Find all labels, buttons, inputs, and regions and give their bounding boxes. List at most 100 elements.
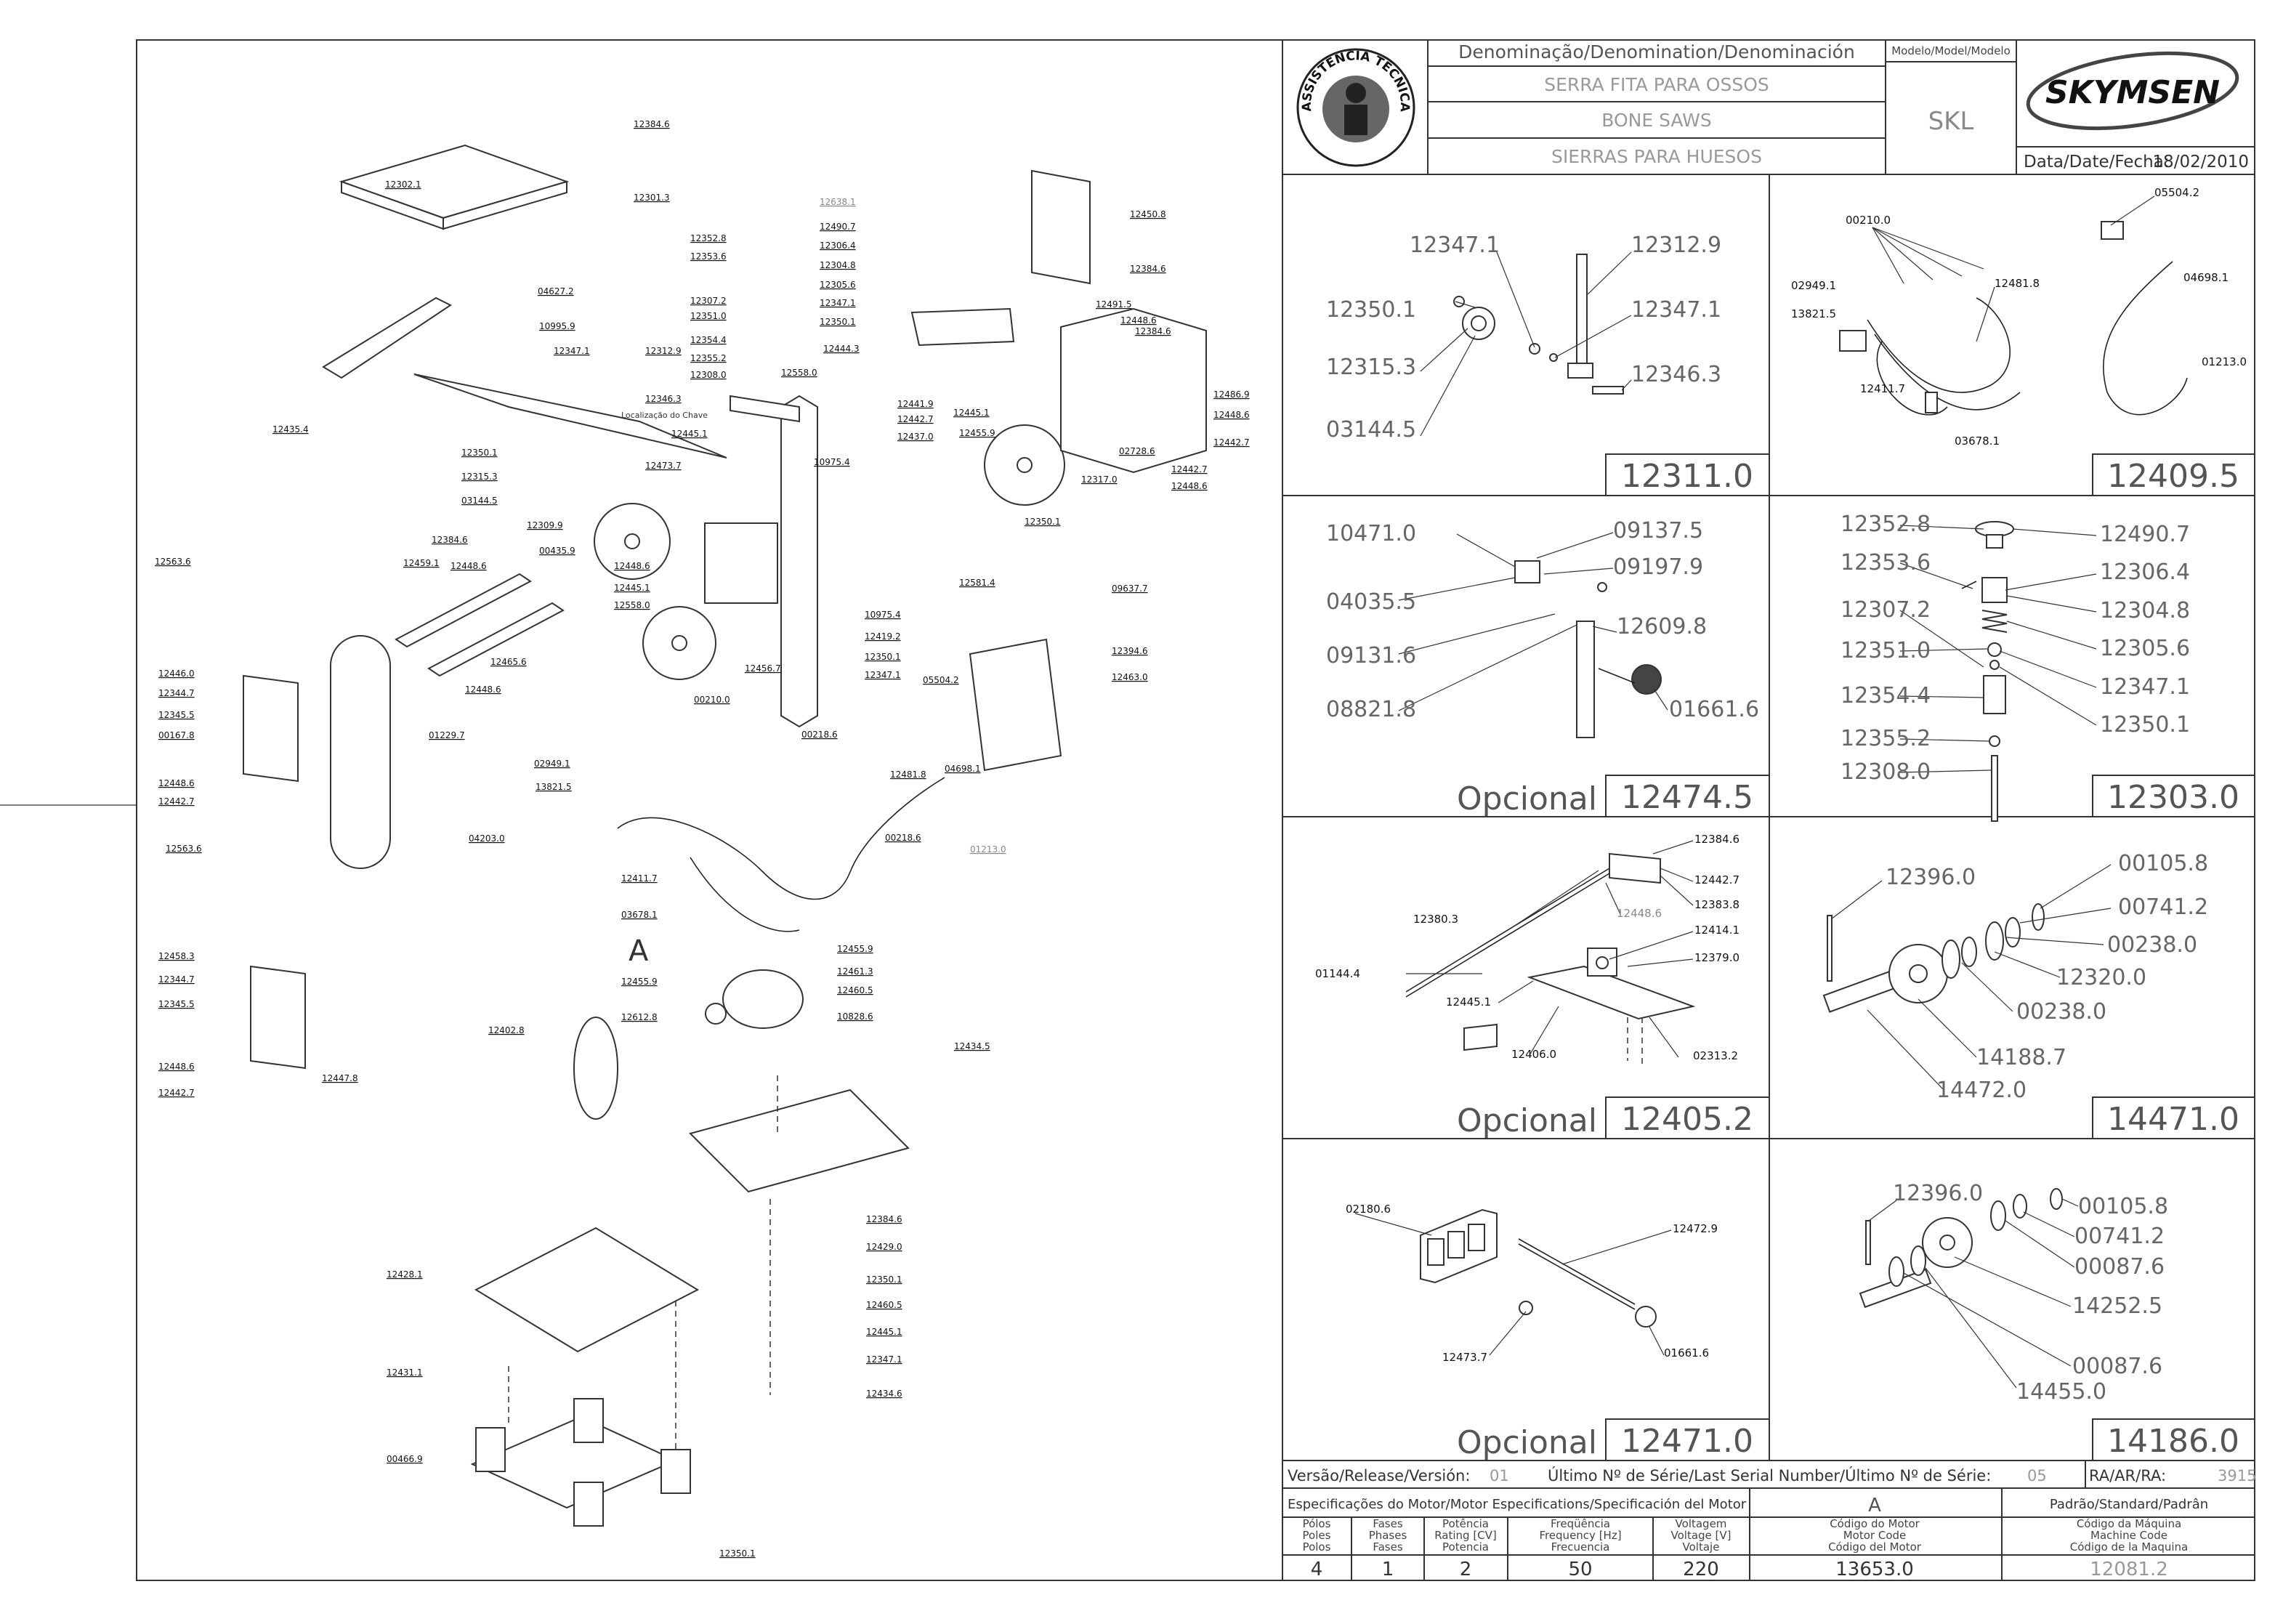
panel-12405-label-7: 12379.0 xyxy=(1694,951,1740,964)
main-part-label: 12309.9 xyxy=(527,520,563,530)
main-part-label: 12437.0 xyxy=(897,432,934,442)
main-part-label: 12435.4 xyxy=(272,424,309,435)
date-label: Data/Date/Fecha: xyxy=(2024,153,2170,171)
main-part-label: 00466.9 xyxy=(387,1454,423,1464)
panel-12311-label-6: 12346.3 xyxy=(1631,362,1721,387)
main-part-label: 12301.3 xyxy=(634,193,670,203)
main-part-label: 12384.6 xyxy=(1135,326,1171,336)
main-part-label: 12456.7 xyxy=(745,663,781,674)
panel-12303-label-8: 12351.0 xyxy=(1841,638,1931,663)
machine-code-label-pt: Código da Máquina xyxy=(2077,1517,2181,1530)
panel-14186-label-2: 00105.8 xyxy=(2078,1194,2168,1219)
motor-code-label-en: Motor Code xyxy=(1843,1529,1907,1542)
main-part-label: 10975.4 xyxy=(865,610,901,620)
page-frame xyxy=(136,39,2255,1581)
phases-label-es: Fases xyxy=(1373,1540,1402,1554)
main-part-label: 12344.7 xyxy=(158,688,195,698)
main-part-label: 12312.9 xyxy=(645,346,682,356)
panel-12311-code: 12311.0 xyxy=(1621,458,1753,495)
panel-14471-label-4: 00238.0 xyxy=(2107,932,2197,958)
model-value: SKL xyxy=(1928,107,1974,136)
motor-part xyxy=(722,969,804,1029)
main-part-label: 12486.9 xyxy=(1213,389,1250,400)
panel-12474-label-8: 01661.6 xyxy=(1669,697,1759,722)
panel-12405-label-5: 12448.6 xyxy=(1617,907,1662,920)
column-part xyxy=(780,395,818,728)
main-part-label: 12347.1 xyxy=(866,1354,902,1365)
main-part-label: 12402.8 xyxy=(488,1025,525,1035)
panel-12474-label-2: 09137.5 xyxy=(1613,518,1703,544)
main-part-label: 12442.7 xyxy=(897,414,934,424)
main-part-label: 12350.1 xyxy=(719,1548,756,1559)
voltage-label-es: Voltaje xyxy=(1683,1540,1720,1554)
main-part-label: 12481.8 xyxy=(890,769,926,780)
frequency-label-es: Frecuencia xyxy=(1551,1540,1610,1554)
main-part-label: 12429.0 xyxy=(866,1242,902,1252)
panel-12303-label-7: 12305.6 xyxy=(2100,636,2190,661)
power-label-pt: Potência xyxy=(1442,1517,1489,1530)
panel-14471-label-3: 00741.2 xyxy=(2118,894,2208,920)
main-part-label: 12305.6 xyxy=(820,280,856,290)
stand-top-part xyxy=(474,1227,700,1353)
panel-12405-label-8: 01144.4 xyxy=(1315,967,1360,980)
panel-12474-label-4: 04035.5 xyxy=(1326,589,1416,615)
skymsen-logo: SKYMSEN xyxy=(2026,51,2239,131)
ra-value: 3915 xyxy=(2218,1467,2256,1484)
main-part-label: 12448.6 xyxy=(450,561,487,571)
main-part-label: 04698.1 xyxy=(945,764,981,774)
panel-12409-label-1: 00210.0 xyxy=(1846,214,1891,227)
panel-14186-code: 14186.0 xyxy=(2107,1423,2239,1460)
main-part-label: 12455.9 xyxy=(837,944,873,954)
main-part-label: 12450.8 xyxy=(1130,209,1166,219)
panel-12405-label-3: 12383.8 xyxy=(1694,898,1740,911)
main-part-label: 12447.8 xyxy=(322,1073,358,1083)
main-part-label: 10995.9 xyxy=(539,321,575,331)
panel-12405-label-11: 02313.2 xyxy=(1693,1049,1738,1062)
panel-12405-label-1: 12384.6 xyxy=(1694,833,1740,846)
panel-12405-label-9: 12445.1 xyxy=(1446,995,1491,1009)
name-portuguese: SERRA FITA PARA OSSOS xyxy=(1544,74,1769,95)
main-part-label: 12445.1 xyxy=(866,1327,902,1337)
main-part-label: 12419.2 xyxy=(865,631,901,642)
main-part-label: 12458.3 xyxy=(158,951,195,961)
panel-12311: 12347.1 12312.9 12350.1 12347.1 12315.3 … xyxy=(1326,233,1753,495)
panel-12471-code: 12471.0 xyxy=(1621,1423,1753,1460)
main-part-label: 01229.7 xyxy=(429,730,465,740)
panel-12409-label-9: 03678.1 xyxy=(1955,435,2000,448)
panel-12303-label-2: 12490.7 xyxy=(2100,522,2190,547)
panel-12405-label-10: 12406.0 xyxy=(1511,1048,1556,1061)
panel-12303-label-13: 12308.0 xyxy=(1841,759,1931,785)
release-label: Versão/Release/Versión: xyxy=(1288,1467,1470,1484)
main-part-label: 12563.6 xyxy=(155,557,191,567)
main-part-label: 12581.4 xyxy=(959,578,995,588)
panel-14186-label-1: 12396.0 xyxy=(1893,1181,1983,1206)
panel-12311-label-3: 12350.1 xyxy=(1326,297,1416,323)
voltage-value: 220 xyxy=(1683,1559,1719,1580)
panel-14471-label-2: 00105.8 xyxy=(2118,851,2208,876)
release-value: 01 xyxy=(1490,1467,1509,1484)
panel-12405-label-6: 12414.1 xyxy=(1694,924,1740,937)
panel-14471-code: 14471.0 xyxy=(2107,1101,2239,1138)
main-part-label: 12459.1 xyxy=(403,558,440,568)
panel-12311-label-2: 12312.9 xyxy=(1631,233,1721,258)
main-part-label: 10975.4 xyxy=(814,457,850,467)
main-part-label: 12308.0 xyxy=(690,370,727,380)
main-part-label: 12473.7 xyxy=(645,461,682,471)
power-label-es: Potencia xyxy=(1442,1540,1489,1554)
main-part-label: 02728.6 xyxy=(1119,446,1155,456)
motor-code-value: 13653.0 xyxy=(1835,1559,1914,1580)
panel-12471-label-3: 12473.7 xyxy=(1442,1351,1487,1364)
voltage-label-en: Voltage [V] xyxy=(1671,1529,1732,1542)
main-part-label: 12455.9 xyxy=(621,977,658,987)
main-part-label: 12350.1 xyxy=(866,1274,902,1285)
main-part-label: 12491.5 xyxy=(1096,299,1132,310)
poles-label-en: Poles xyxy=(1303,1529,1331,1542)
main-exploded-view: A Localização do Chave 12384.612301.3123… xyxy=(155,119,1250,1559)
main-part-label: 12346.3 xyxy=(645,394,682,404)
main-part-label: 12384.6 xyxy=(1130,264,1166,274)
motor-guard-part xyxy=(1060,307,1207,474)
panel-12409-label-7: 01213.0 xyxy=(2202,355,2247,368)
main-part-label: 12490.7 xyxy=(820,222,856,232)
